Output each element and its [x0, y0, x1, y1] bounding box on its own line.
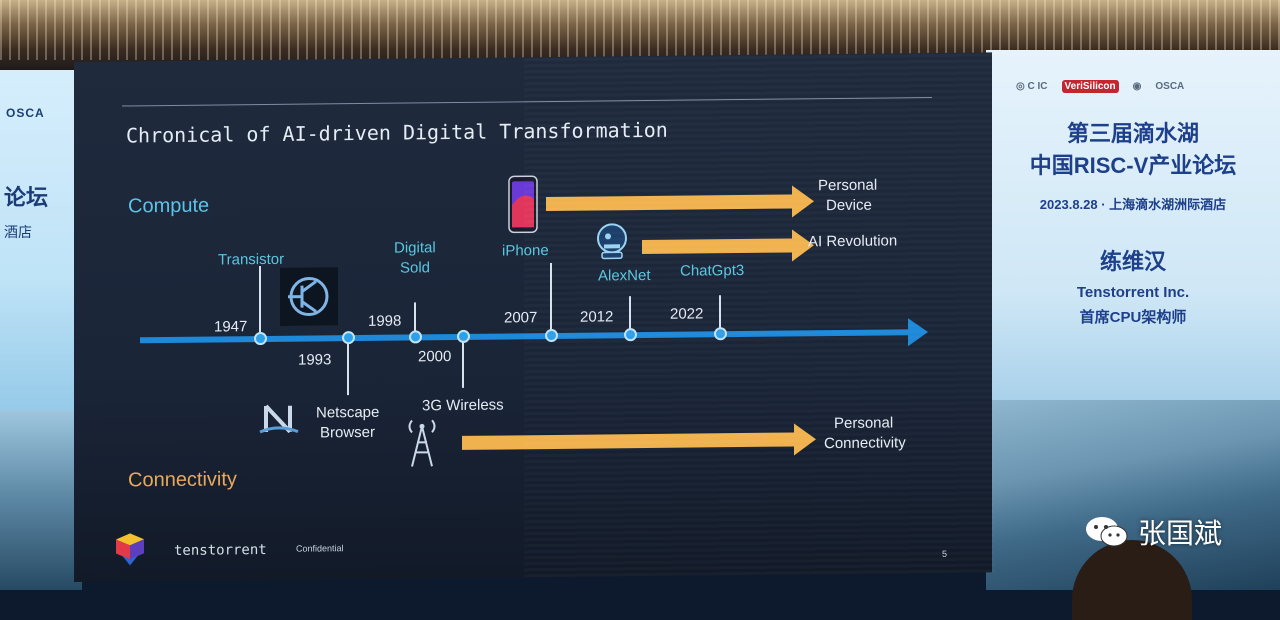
label-alexnet: AlexNet [598, 266, 651, 287]
timeline-node-2000 [457, 330, 470, 343]
forum-date-venue: 2023.8.28 · 上海滴水湖洲际酒店 [986, 194, 1280, 213]
timeline-node-2012 [624, 328, 637, 341]
connector-alexnet [629, 296, 631, 332]
timeline-node-1947 [254, 332, 267, 345]
year-2007: 2007 [504, 309, 537, 326]
sponsor-logo-1: ◎ C IC [1016, 81, 1048, 92]
speaker-role: 首席CPU架构师 [986, 306, 1280, 327]
left-banner-cityscape [0, 410, 82, 590]
left-banner-title: 论坛 [4, 180, 48, 212]
arrow-personal-connectivity [462, 432, 794, 449]
connector-transistor [259, 266, 261, 336]
forum-title-line2: 中国RISC-V产业论坛 [986, 148, 1280, 180]
label-sold: Sold [400, 258, 430, 278]
year-2012: 2012 [580, 308, 613, 325]
watermark-text: 张国斌 [1138, 512, 1222, 552]
label-netscape: Netscape [316, 403, 379, 424]
compute-section-label: Compute [128, 195, 209, 219]
speaker-company: Tenstorrent Inc. [986, 284, 1280, 301]
slide-page-number: 5 [942, 549, 947, 559]
outcome-personal: Personal [818, 176, 877, 197]
netscape-icon [258, 400, 300, 440]
left-banner-screen: OSCA 论坛 酒店 [0, 70, 82, 590]
forum-title-line1: 第三届滴水湖 [986, 116, 1280, 148]
timeline-node-2007 [545, 329, 558, 342]
outcome-personal-2: Personal [834, 413, 893, 434]
cell-tower-icon [404, 416, 440, 468]
label-chatgpt: ChatGpt3 [680, 261, 744, 282]
outcome-device: Device [826, 196, 872, 216]
presentation-slide: Chronical of AI-driven Digital Transform… [74, 52, 992, 582]
sponsor-logos: ◎ C IC VeriSilicon ◉ OSCA [1016, 76, 1266, 96]
label-transistor: Transistor [218, 250, 284, 271]
label-digital: Digital [394, 238, 436, 258]
slide-title: Chronical of AI-driven Digital Transform… [126, 118, 668, 148]
outcome-ai-revolution: AI Revolution [808, 231, 897, 252]
timeline-node-1993 [342, 331, 355, 344]
label-iphone: iPhone [502, 241, 549, 261]
connectivity-section-label: Connectivity [128, 468, 237, 492]
year-1947: 1947 [214, 318, 247, 335]
connector-3g [462, 340, 464, 388]
connector-iphone [550, 263, 552, 333]
robot-head-icon [592, 220, 632, 260]
connector-netscape [347, 341, 349, 395]
osca-logo: OSCA [1155, 81, 1184, 92]
title-divider [122, 97, 932, 106]
arrow-personal-device [546, 194, 792, 211]
transistor-icon [280, 267, 338, 326]
verisilicon-logo: VeriSilicon [1062, 80, 1119, 93]
year-2000: 2000 [418, 348, 451, 365]
speaker-name: 练维汉 [986, 244, 1280, 276]
year-1993: 1993 [298, 351, 331, 368]
sponsor-logo-3: ◉ [1133, 81, 1142, 92]
connector-chatgpt [719, 295, 721, 331]
footer-brand: tenstorrent [174, 542, 267, 559]
right-banner-screen: ◎ C IC VeriSilicon ◉ OSCA 第三届滴水湖 中国RISC-… [986, 50, 1280, 590]
iphone-icon [508, 175, 538, 233]
label-3g-wireless: 3G Wireless [422, 396, 504, 417]
left-banner-venue: 酒店 [4, 222, 32, 242]
left-banner-logo: OSCA [6, 106, 45, 120]
wechat-icon [1084, 514, 1130, 550]
year-2022: 2022 [670, 305, 703, 322]
arrow-ai-revolution [642, 238, 792, 254]
footer-confidential: Confidential [296, 543, 344, 553]
timeline-node-1998 [409, 330, 422, 343]
label-browser: Browser [320, 423, 375, 444]
timeline-arrowhead [908, 318, 928, 346]
watermark: 张国斌 [1084, 512, 1222, 552]
outcome-connectivity: Connectivity [824, 433, 906, 454]
year-1998: 1998 [368, 313, 401, 330]
timeline-node-2022 [714, 327, 727, 340]
tenstorrent-logo-icon [112, 531, 148, 567]
